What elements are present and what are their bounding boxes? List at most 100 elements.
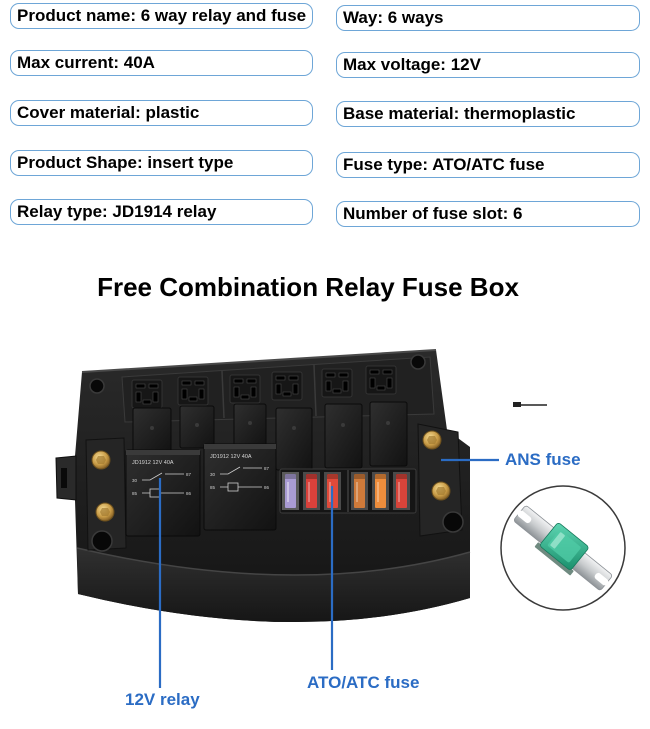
relay-label: JD1912 12V 40A (132, 460, 174, 466)
relay-cube-dot (292, 426, 296, 430)
socket-slot (325, 380, 332, 392)
fuse-cap-shade (285, 474, 296, 479)
socket-slot (275, 375, 286, 381)
socket-slot (240, 394, 250, 400)
relay-12v-left: JD1912 12V 40A 30 87 85 86 (125, 449, 201, 537)
callout-ans-fuse: ANS fuse (505, 450, 581, 469)
socket-slot (332, 388, 342, 394)
relay-top-edge (204, 444, 276, 449)
mounting-tab-slot (61, 468, 67, 488)
socket-slot (233, 378, 244, 384)
spec-base-material: Base material: thermoplastic (336, 101, 640, 127)
socket-slot (292, 383, 299, 395)
spec-max-current: Max current: 40A (10, 50, 313, 76)
callout-12v-relay: 12V relay (125, 690, 200, 709)
relay-cube (324, 403, 363, 469)
spec-relay-type: Relay type: JD1914 relay (10, 199, 313, 225)
ans-fuse-inset (500, 485, 626, 611)
relay-cube-dot (386, 421, 390, 425)
spec-cover-material: Cover material: plastic (10, 100, 313, 126)
callout-ato-atc-fuse: ATO/ATC fuse (307, 673, 420, 692)
socket-slot (288, 375, 299, 381)
relay-pin-label: 87 (264, 466, 270, 471)
ato-fuse (306, 474, 317, 508)
screw-hex (427, 436, 437, 444)
spec-fuse-type: Fuse type: ATO/ATC fuse (336, 152, 640, 178)
socket-slot (250, 386, 257, 398)
socket-slot (386, 377, 393, 389)
socket-slot (194, 380, 205, 386)
relay-cube (275, 407, 313, 471)
fuse-cap-shade (327, 474, 338, 479)
ato-fuse (396, 474, 407, 508)
brass-screw (95, 502, 115, 522)
deck-divider (221, 370, 225, 419)
socket-slot (198, 388, 205, 400)
socket-slot (369, 369, 380, 375)
spec-product-shape: Product Shape: insert type (10, 150, 313, 176)
fuse-glint (308, 482, 310, 502)
screw-hex (100, 508, 110, 516)
relay-label: JD1912 12V 40A (210, 454, 252, 460)
ato-fuse (285, 474, 296, 508)
socket-slot (275, 383, 282, 395)
relay-top-edge (126, 450, 200, 455)
socket-slot (246, 378, 257, 384)
spec-max-voltage: Max voltage: 12V (336, 52, 640, 78)
page-title: Free Combination Relay Fuse Box (97, 272, 519, 302)
socket-slot (148, 383, 159, 389)
relay-cube (369, 401, 408, 467)
ato-fuse (354, 474, 365, 508)
mounting-hole (410, 354, 426, 370)
fuse-glint (287, 482, 289, 502)
relay-cube-dot (195, 423, 199, 427)
mounting-hole (91, 530, 113, 552)
ans-fuse-slot (517, 510, 532, 524)
socket-slot (181, 388, 188, 400)
socket-slot (152, 391, 159, 403)
socket-slot (382, 369, 393, 375)
socket-slot (188, 396, 198, 402)
fuse-cap-shade (375, 474, 386, 479)
ato-fuse (375, 474, 386, 508)
mounting-hole (89, 378, 105, 394)
spec-way: Way: 6 ways (336, 5, 640, 31)
relay-12v-right: JD1912 12V 40A 30 87 85 86 (203, 443, 277, 531)
socket-slot (135, 383, 146, 389)
relay-socket (271, 371, 303, 401)
box-front-edge (76, 547, 471, 576)
screw-hex (436, 487, 446, 495)
spec-product-name: Product name: 6 way relay and fuse (10, 3, 313, 29)
socket-slot (135, 391, 142, 403)
relay-socket (321, 368, 353, 398)
relay-socket (229, 374, 261, 404)
socket-slot (342, 380, 349, 392)
relay-pin-label: 85 (132, 491, 138, 496)
relay-cube-dot (150, 426, 154, 430)
relay-pin-label: 30 (132, 478, 138, 483)
ans-fuse-highlight (550, 532, 565, 549)
relay-schematic (220, 466, 262, 488)
relay-socket (131, 379, 163, 409)
relay-coil-symbol (227, 482, 239, 492)
relay-pin-label: 86 (186, 491, 192, 496)
ans-fuse-slot (594, 572, 609, 586)
ans-fuse (514, 505, 612, 591)
box-top-edge (81, 349, 437, 373)
fuse-cap-shade (354, 474, 365, 479)
deck-divider (313, 364, 317, 417)
socket-slot (369, 377, 376, 389)
ans-fuse-collar (534, 542, 574, 576)
socket-slot (338, 372, 349, 378)
relay-schematic (142, 472, 184, 494)
relay-pin-label: 30 (210, 472, 216, 477)
relay-cube-dot (248, 421, 252, 425)
fuse-glint (398, 482, 400, 502)
brass-screw (422, 430, 442, 450)
fuse-block (279, 468, 417, 514)
socket-slot (376, 385, 386, 391)
socket-slot (142, 399, 152, 405)
fuse-glint (329, 482, 331, 502)
fuse-cap-shade (396, 474, 407, 479)
